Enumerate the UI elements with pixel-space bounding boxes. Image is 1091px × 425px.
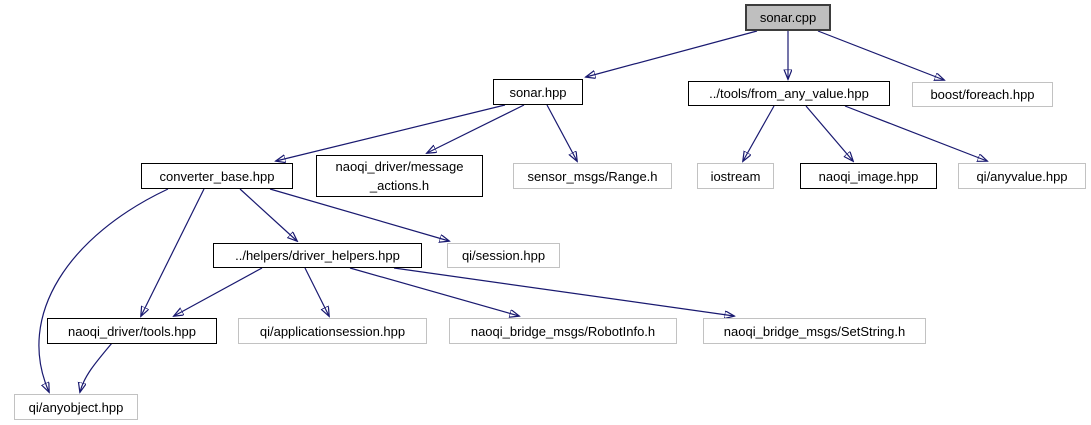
node-sensor-msgs-range: sensor_msgs/Range.h [513, 163, 672, 189]
edge-driver-helpers-to-naoqi-tools [174, 267, 263, 316]
node-driver-helpers[interactable]: ../helpers/driver_helpers.hpp [213, 243, 422, 268]
edge-sonar-hpp-to-converter-base [276, 104, 506, 161]
node-qi-anyvalue: qi/anyvalue.hpp [958, 163, 1086, 189]
node-naoqi-image[interactable]: naoqi_image.hpp [800, 163, 937, 189]
edge-converter-base-to-naoqi-tools [141, 188, 205, 316]
node-setstring: naoqi_bridge_msgs/SetString.h [703, 318, 926, 344]
edge-driver-helpers-to-setstring [393, 267, 734, 316]
node-qi-session: qi/session.hpp [447, 243, 560, 268]
edge-converter-base-to-qi-session [269, 188, 449, 241]
node-from-any-value[interactable]: ../tools/from_any_value.hpp [688, 81, 890, 106]
node-qi-anyobject: qi/anyobject.hpp [14, 394, 138, 420]
edge-converter-base-to-driver-helpers [239, 188, 297, 241]
node-sonar-hpp[interactable]: sonar.hpp [493, 79, 583, 105]
node-converter-base[interactable]: converter_base.hpp [141, 163, 293, 189]
node-qi-appsession: qi/applicationsession.hpp [238, 318, 427, 344]
node-message-actions[interactable]: naoqi_driver/message _actions.h [316, 155, 483, 197]
edge-driver-helpers-to-robotinfo [349, 267, 519, 316]
edge-converter-base-to-qi-anyobject [38, 188, 169, 392]
node-boost-foreach: boost/foreach.hpp [912, 82, 1053, 107]
edge-naoqi-tools-to-qi-anyobject [80, 342, 113, 392]
node-robotinfo: naoqi_bridge_msgs/RobotInfo.h [449, 318, 677, 344]
edge-driver-helpers-to-qi-appsession [304, 267, 329, 316]
node-naoqi-tools[interactable]: naoqi_driver/tools.hpp [47, 318, 217, 344]
edge-sonar-hpp-to-sensor-msgs-range [546, 104, 577, 161]
edge-sonar-cpp-to-sonar-hpp [586, 30, 758, 77]
edge-from-any-value-to-qi-anyvalue [844, 105, 987, 161]
node-sonar-cpp: sonar.cpp [745, 4, 831, 31]
edge-from-any-value-to-naoqi-image [805, 105, 853, 161]
edge-sonar-cpp-to-boost-foreach [817, 30, 944, 80]
node-iostream: iostream [697, 163, 774, 189]
edge-sonar-hpp-to-message-actions [427, 104, 525, 153]
edge-from-any-value-to-iostream [743, 105, 775, 161]
